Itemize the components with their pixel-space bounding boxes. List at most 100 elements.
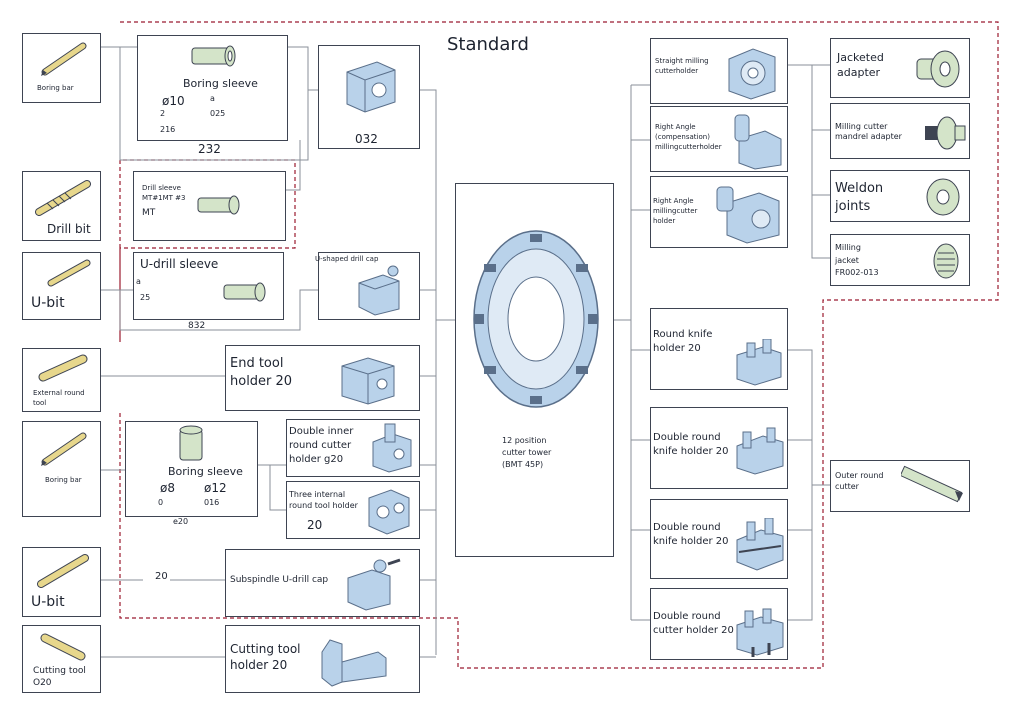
tower-label-3: (BMT 45P) [502, 460, 544, 469]
subspindle-cap-box[interactable]: Subspindle U-drill cap [225, 549, 420, 617]
double-cutter-box[interactable]: Double round cutter holder 20 [650, 588, 788, 660]
boring-sleeve-1-size: ø10 [162, 94, 185, 108]
cutting-tool-box[interactable]: Cutting tool O20 [22, 625, 101, 693]
external-round-label-1: External round [33, 389, 85, 397]
jacketed-label-2: adapter [837, 66, 881, 79]
straight-milling-box[interactable]: Straight milling cutterholder [650, 38, 788, 104]
boring-bar-icon [41, 42, 87, 76]
weldon-joints-box[interactable]: Weldon joints [830, 170, 970, 222]
knife-holder-icon [736, 427, 784, 475]
sleeve-icon [179, 425, 203, 461]
weldon-label-1: Weldon [835, 181, 884, 196]
tower-label-1: 12 position [502, 436, 547, 445]
u-bit-1-label: U-bit [31, 295, 65, 311]
boring-sleeve-1-a: a [210, 94, 215, 103]
boring-bar-2-box[interactable]: Boring bar [22, 421, 101, 517]
right-angle-box[interactable]: Right Angle millingcutter holder [650, 176, 788, 248]
right-angle-holder-icon [716, 186, 780, 244]
box-032[interactable]: 032 [318, 45, 420, 149]
inner-cutter-holder-icon [372, 423, 412, 473]
mandrel-adapter-box[interactable]: Milling cutter mandrel adapter [830, 103, 970, 159]
boring-sleeve-2-s2: ø12 [204, 481, 227, 495]
boring-sleeve-2-v016: 016 [204, 498, 220, 507]
u-bit-icon [47, 259, 91, 287]
round-knife-label-1: Round knife [653, 329, 713, 340]
end-tool-holder-box[interactable]: End tool holder 20 [225, 345, 420, 411]
external-round-label-2: tool [33, 399, 47, 407]
double-knife-2-label-1: Double round [653, 522, 721, 533]
boring-sleeve-1-code: 232 [198, 142, 221, 156]
ra-comp-label-3: millingcutterholder [655, 143, 722, 151]
cutter-tower-box[interactable]: 12 position cutter tower (BMT 45P) [455, 183, 614, 557]
boring-bar-1-box[interactable]: Boring bar [22, 33, 101, 103]
ra-comp-label-1: Right Angle [655, 123, 696, 131]
double-knife-2-label-2: knife holder 20 [653, 536, 729, 547]
double-inner-box[interactable]: Double inner round cutter holder g20 [286, 419, 420, 477]
ra-label-3: holder [653, 217, 676, 225]
boring-sleeve-1-v2: 2 [160, 109, 166, 118]
ra-label-1: Right Angle [653, 197, 694, 205]
outer-round-cutter-box[interactable]: Outer round cutter [830, 460, 970, 512]
u-drill-sleeve-title: U-drill sleeve [140, 257, 219, 271]
u-bit-1-box[interactable]: U-bit [22, 252, 101, 320]
three-internal-label-2: round tool holder [289, 501, 358, 510]
u-drill-sleeve-box[interactable]: U-drill sleeve a 25 [133, 252, 284, 320]
boring-sleeve-2-box[interactable]: Boring sleeve ø8 ø12 0 016 [125, 421, 258, 517]
right-angle-holder-icon [734, 114, 782, 170]
drill-sleeve-box[interactable]: Drill sleeve MT#1MT #3 MT [133, 171, 286, 241]
external-round-box[interactable]: External round tool [22, 348, 101, 412]
cutter-tower-icon [473, 230, 599, 408]
milling-jacket-box[interactable]: Milling jacket FR002-013 [830, 234, 970, 286]
drill-sleeve-label-3: MT [142, 208, 156, 218]
u-drill-cap-title: U-shaped drill cap [315, 255, 379, 263]
boring-sleeve-1-v025: 025 [210, 109, 226, 118]
drill-sleeve-label-1: Drill sleeve [142, 184, 181, 192]
straight-milling-label-1: Straight milling [655, 57, 709, 65]
u-drill-sleeve-code: 832 [188, 321, 206, 331]
double-knife-1-box[interactable]: Double round knife holder 20 [650, 407, 788, 489]
cutting-tool-holder-box[interactable]: Cutting tool holder 20 [225, 625, 420, 693]
jacketed-adapter-icon [916, 50, 960, 88]
mandrel-label-1: Milling cutter [835, 122, 888, 131]
double-inner-label-3: holder g20 [289, 454, 344, 465]
boring-sleeve-2-code: e20 [173, 517, 189, 526]
right-angle-comp-box[interactable]: Right Angle (compensation) millingcutter… [650, 106, 788, 172]
end-tool-holder-label-2: holder 20 [230, 374, 293, 389]
three-internal-box[interactable]: Three internal round tool holder 20 [286, 481, 420, 539]
drill-bit-label: Drill bit [47, 222, 91, 236]
straight-milling-label-2: cutterholder [655, 67, 699, 75]
double-cutter-label-1: Double round [653, 611, 721, 622]
cutting-holder-label-2: holder 20 [230, 658, 288, 672]
cutting-holder-icon [321, 639, 387, 687]
cutting-tool-icon [40, 633, 86, 661]
weldon-joint-icon [926, 178, 960, 216]
boring-bar-1-label: Boring bar [37, 84, 74, 92]
double-knife-1-label-2: knife holder 20 [653, 446, 729, 457]
boring-sleeve-1-box[interactable]: Boring sleeve ø10 a 2 025 216 232 [137, 35, 288, 156]
knife-holder-icon [736, 518, 784, 571]
round-knife-box[interactable]: Round knife holder 20 [650, 308, 788, 390]
cutting-holder-label-1: Cutting tool [230, 642, 301, 656]
boring-bar-icon [41, 432, 87, 466]
ra-comp-label-2: (compensation) [655, 133, 710, 141]
jacketed-adapter-box[interactable]: Jacketed adapter [830, 38, 970, 98]
u-bit-2-box[interactable]: U-bit [22, 547, 101, 617]
jacket-label-2: jacket [835, 256, 859, 265]
jacketed-label-1: Jacketed [837, 51, 884, 64]
double-knife-2-box[interactable]: Double round knife holder 20 [650, 499, 788, 579]
round-knife-label-2: holder 20 [653, 343, 701, 354]
u-drill-sleeve-a: a [136, 277, 141, 286]
drill-bit-box[interactable]: Drill bit [22, 171, 101, 241]
tree-connectors [100, 46, 830, 658]
knife-holder-icon [736, 339, 782, 386]
box-032-code: 032 [355, 132, 378, 146]
subspindle-number: 20 [155, 571, 168, 582]
subspindle-cap-icon [347, 558, 401, 611]
end-tool-holder-label-1: End tool [230, 356, 284, 371]
u-drill-cap-box[interactable]: U-shaped drill cap [315, 252, 420, 320]
u-bit-icon [37, 554, 89, 588]
drill-sleeve-label-2: MT#1MT #3 [142, 194, 186, 202]
u-drill-sleeve-v25: 25 [140, 293, 151, 302]
boring-bar-2-label: Boring bar [45, 476, 82, 484]
